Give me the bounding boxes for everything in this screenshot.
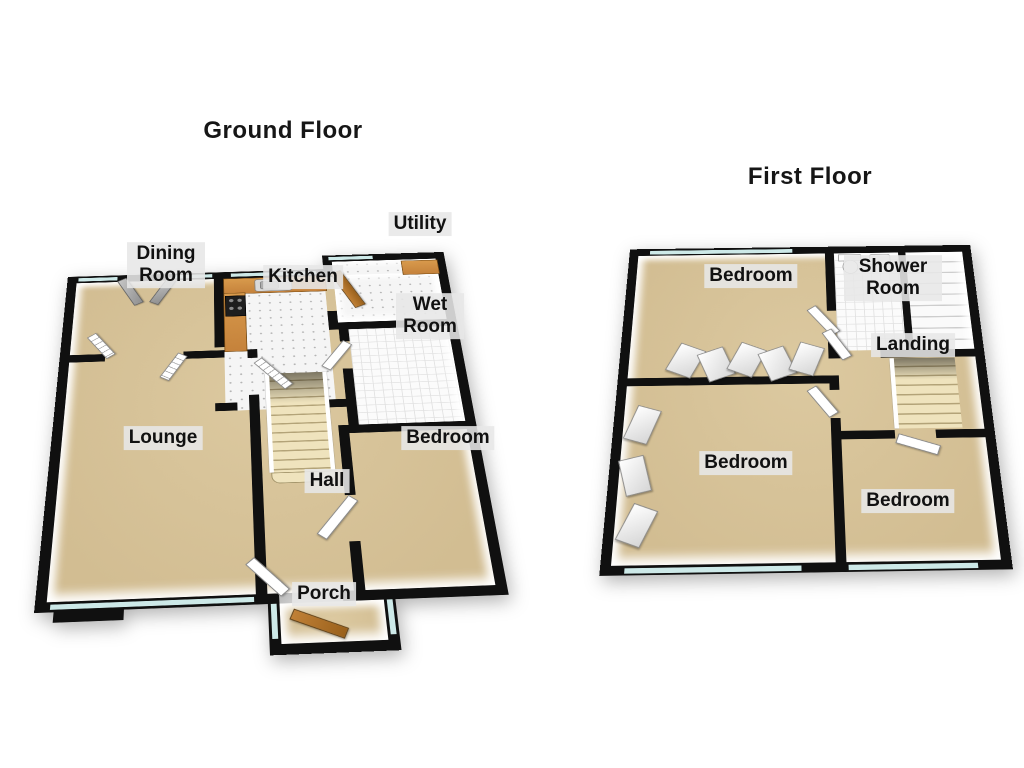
ground-floor-scene	[30, 85, 530, 656]
wall	[935, 428, 986, 438]
room-label-utility: Utility	[388, 212, 452, 236]
first-floor-plan	[597, 244, 1017, 604]
wall	[183, 350, 225, 359]
room-floor-wet-room	[348, 326, 466, 425]
wall-step	[52, 609, 124, 623]
room-label-wet-room: Wet Room	[396, 293, 464, 339]
room-label-kitchen: Kitchen	[263, 265, 343, 289]
staircase	[893, 357, 963, 429]
room-label-bedroom-rear: Bedroom	[699, 451, 793, 475]
wall	[215, 402, 238, 412]
staircase	[269, 371, 331, 473]
room-label-bedroom-side: Bedroom	[861, 489, 955, 513]
first-floor-scene	[597, 130, 1017, 600]
room-label-landing: Landing	[871, 333, 955, 357]
wall	[247, 349, 258, 359]
wall	[59, 354, 106, 363]
cooker-hob	[225, 295, 247, 317]
room-label-dining-room: Dining Room	[127, 242, 205, 288]
wall	[829, 375, 840, 390]
room-label-shower-room: Shower Room	[844, 255, 942, 301]
room-label-bedroom-front: Bedroom	[704, 264, 798, 288]
first-floor-title: First Floor	[747, 163, 873, 190]
room-label-hall: Hall	[304, 469, 350, 493]
room-label-bedroom-ground: Bedroom	[401, 426, 495, 450]
wall	[830, 417, 842, 432]
utility-counter	[400, 259, 440, 275]
ground-floor-title: Ground Floor	[203, 117, 363, 144]
wall	[338, 329, 350, 342]
room-label-lounge: Lounge	[123, 426, 203, 450]
room-label-porch: Porch	[292, 582, 356, 606]
